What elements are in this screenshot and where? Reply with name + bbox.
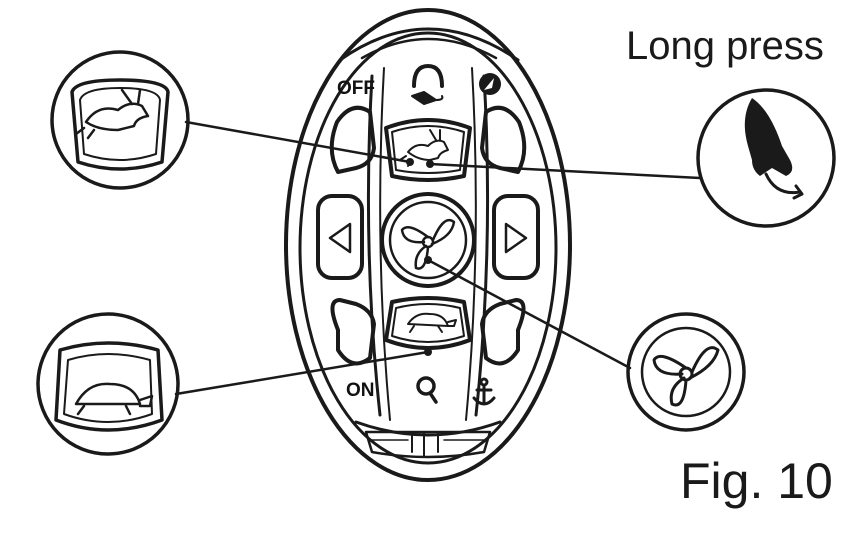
rabbit-icon-large xyxy=(74,88,150,140)
turtle-icon xyxy=(407,312,457,333)
lower-right-button[interactable] xyxy=(480,298,526,366)
compass-icon xyxy=(479,73,501,95)
long-press-caption: Long press xyxy=(626,24,824,68)
upper-left-button[interactable] xyxy=(329,105,376,174)
figure-label: Fig. 10 xyxy=(680,453,833,509)
propeller-button[interactable] xyxy=(380,192,476,288)
turtle-icon-large xyxy=(74,382,154,416)
off-label: OFF xyxy=(337,78,375,99)
search-icon xyxy=(416,376,438,404)
turtle-callout xyxy=(36,312,180,456)
on-label: ON xyxy=(346,380,375,401)
turtle-button[interactable] xyxy=(384,296,472,350)
upper-right-button[interactable] xyxy=(480,105,527,174)
rabbit-callout xyxy=(50,50,190,190)
leader-lines xyxy=(174,120,702,396)
rabbit-button[interactable] xyxy=(384,118,472,182)
propeller-callout xyxy=(626,312,746,432)
remote-body xyxy=(284,8,572,482)
anchor-icon xyxy=(472,377,496,406)
leader-dots xyxy=(406,158,434,356)
rocket-callout xyxy=(696,88,836,228)
right-arrow-button[interactable] xyxy=(492,194,540,280)
return-icon xyxy=(412,64,444,88)
propeller-icon-large xyxy=(652,346,720,407)
rocket-icon xyxy=(744,98,804,200)
lower-left-button[interactable] xyxy=(330,298,376,366)
left-arrow-button[interactable] xyxy=(316,194,364,280)
rocket-small-icon xyxy=(411,91,444,105)
